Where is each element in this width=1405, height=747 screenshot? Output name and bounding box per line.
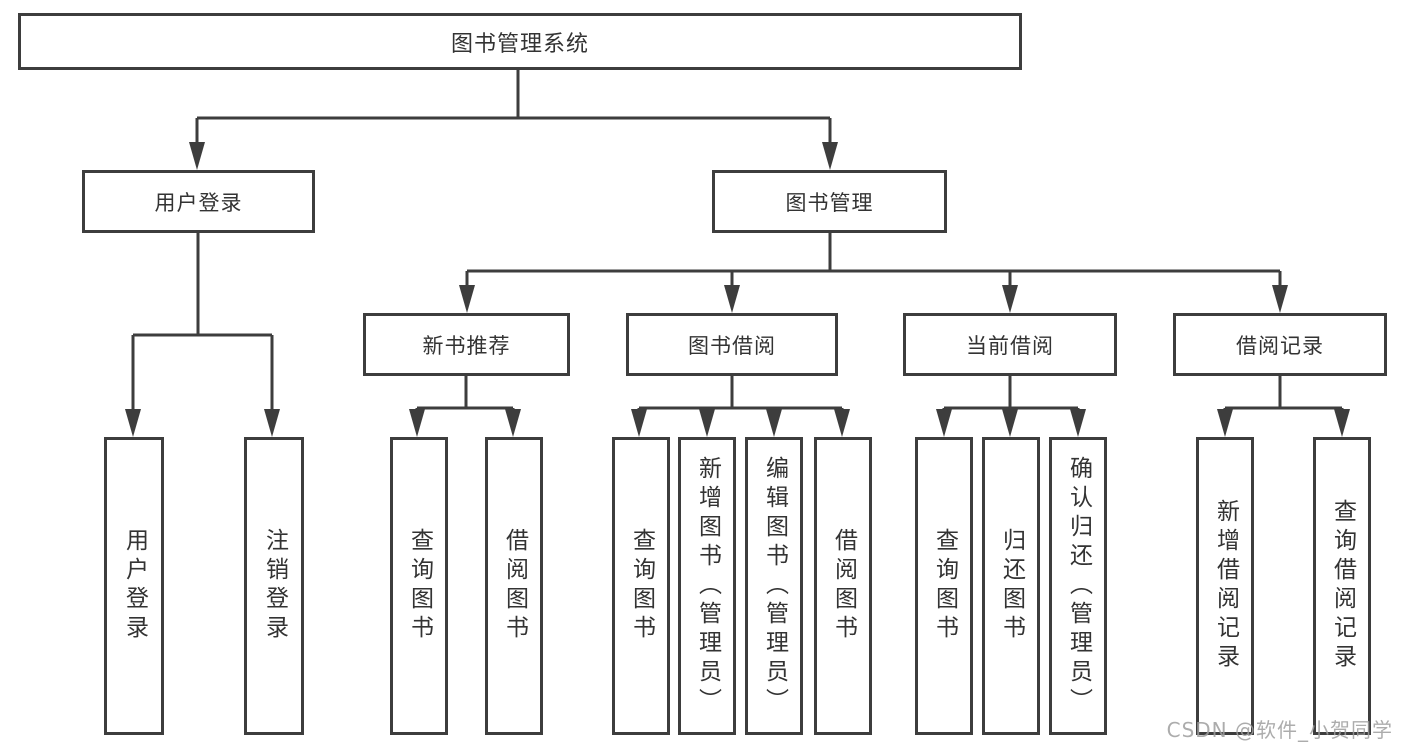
node-label: 编辑图书（管理员） [761, 455, 788, 717]
node-label: 图书借阅 [688, 333, 776, 358]
arrowhead-icon [1334, 409, 1350, 437]
arrowhead-icon [189, 142, 205, 170]
node-leaf-add-book-admin: 新增图书（管理员） [678, 437, 736, 735]
node-label: 借阅图书 [830, 528, 857, 644]
node-leaf-borrow-books-2: 借阅图书 [814, 437, 872, 735]
node-leaf-logout: 注销登录 [244, 437, 304, 735]
node-label: 新书推荐 [422, 333, 511, 358]
node-system-root: 图书管理系统 [18, 13, 1022, 70]
arrowhead-icon [1070, 409, 1086, 437]
arrowhead-icon [1217, 409, 1233, 437]
arrowhead-icon [699, 409, 715, 437]
csdn-watermark: CSDN @软件_小贺同学 [1166, 718, 1393, 742]
node-label: 用户登录 [154, 190, 243, 215]
node-leaf-confirm-return-admin: 确认归还（管理员） [1049, 437, 1107, 735]
node-label: 新增图书（管理员） [694, 455, 721, 717]
arrowhead-icon [936, 409, 952, 437]
node-label: 查询图书 [406, 528, 433, 644]
arrowhead-icon [459, 285, 475, 313]
node-leaf-query-books-2: 查询图书 [612, 437, 670, 735]
arrowhead-icon [724, 285, 740, 313]
node-label: 用户登录 [121, 528, 148, 644]
arrowhead-icon [766, 409, 782, 437]
node-label: 借阅记录 [1236, 333, 1324, 358]
node-leaf-add-borrow-record: 新增借阅记录 [1196, 437, 1254, 735]
node-leaf-user-login: 用户登录 [104, 437, 164, 735]
node-leaf-query-books-3: 查询图书 [915, 437, 973, 735]
node-leaf-query-borrow-record: 查询借阅记录 [1313, 437, 1371, 735]
node-label: 查询图书 [931, 528, 958, 644]
node-label: 注销登录 [261, 528, 288, 644]
arrowhead-icon [822, 142, 838, 170]
node-label: 归还图书 [998, 528, 1025, 644]
node-current-borrow: 当前借阅 [903, 313, 1117, 376]
node-leaf-return-book: 归还图书 [982, 437, 1040, 735]
arrowhead-icon [1002, 285, 1018, 313]
arrowhead-icon [505, 409, 521, 437]
arrowhead-icon [631, 409, 647, 437]
node-user-login: 用户登录 [82, 170, 315, 233]
arrowhead-icon [834, 409, 850, 437]
node-leaf-edit-book-admin: 编辑图书（管理员） [745, 437, 803, 735]
node-leaf-borrow-books-1: 借阅图书 [485, 437, 543, 735]
arrowhead-icon [409, 409, 425, 437]
node-label: 确认归还（管理员） [1065, 455, 1092, 717]
node-new-book-recommend: 新书推荐 [363, 313, 570, 376]
node-label: 当前借阅 [966, 333, 1054, 358]
node-label: 图书管理 [785, 190, 874, 215]
node-borrow-record: 借阅记录 [1173, 313, 1387, 376]
node-label: 借阅图书 [501, 528, 528, 644]
node-book-borrow: 图书借阅 [626, 313, 838, 376]
arrowhead-icon [125, 409, 141, 437]
node-label: 查询图书 [628, 528, 655, 644]
node-label: 新增借阅记录 [1212, 499, 1239, 673]
node-label: 查询借阅记录 [1329, 499, 1356, 673]
node-book-management: 图书管理 [712, 170, 947, 233]
arrowhead-icon [1002, 409, 1018, 437]
node-leaf-query-books-1: 查询图书 [390, 437, 448, 735]
arrowheads [125, 142, 1350, 437]
node-label: 图书管理系统 [450, 31, 589, 57]
arrowhead-icon [264, 409, 280, 437]
arrowhead-icon [1272, 285, 1288, 313]
